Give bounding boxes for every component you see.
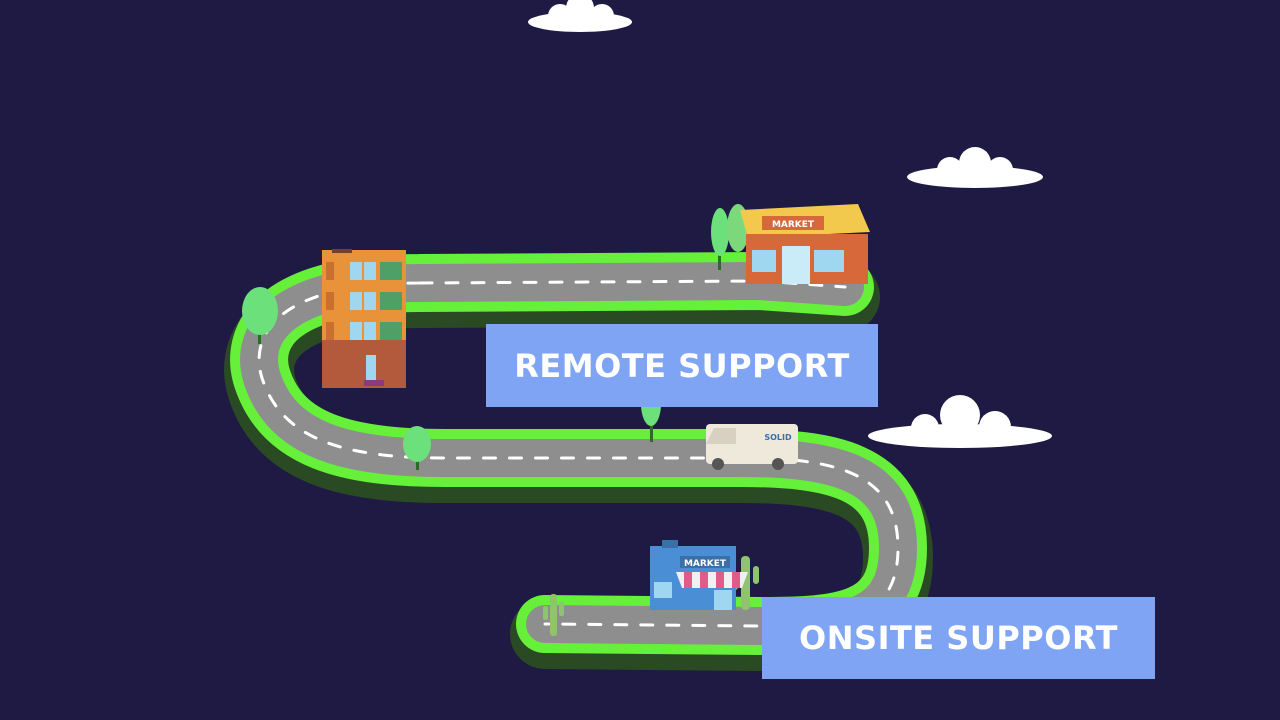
market-sign-top: MARKET [772,220,815,230]
remote-support-label: REMOTE SUPPORT [486,324,878,407]
delivery-van: SOLID [706,424,798,470]
tree-middle [403,426,431,470]
tree-left [242,287,278,344]
cloud-right-middle [868,395,1052,448]
market-building-top: MARKET [740,204,870,284]
cloud-top [528,0,632,32]
van-logo: SOLID [764,433,792,442]
apartment-building [322,249,406,388]
cactus-small [543,594,564,636]
onsite-support-label: ONSITE SUPPORT [762,597,1155,679]
market-sign-bottom: MARKET [684,559,727,569]
cloud-right-upper [907,147,1043,188]
market-building-bottom: MARKET [650,540,748,610]
